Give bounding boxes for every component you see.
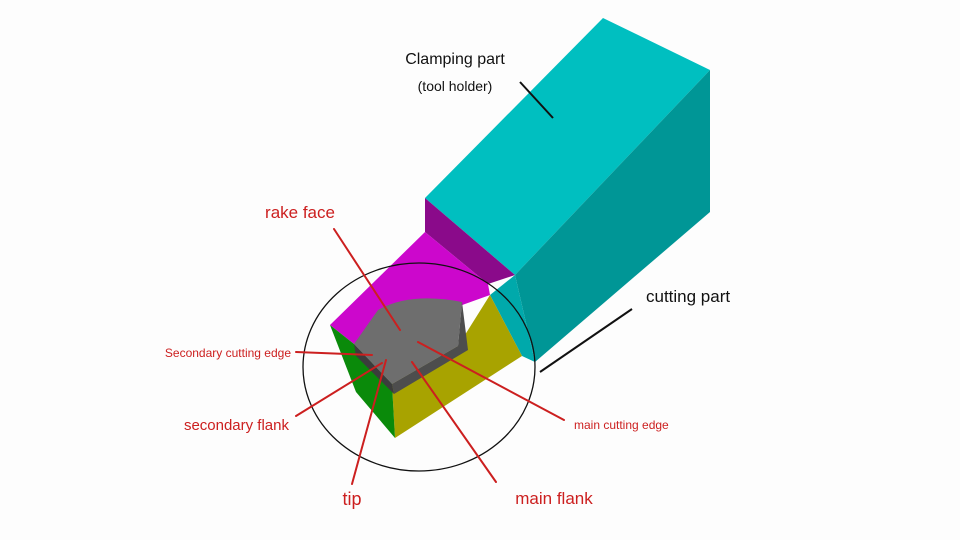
tip-label: tip [342,489,361,509]
main-flank-label: main flank [515,489,593,508]
cutting-part-circle [302,262,536,472]
holder-front-cut-face [490,275,535,362]
rake-face-label: rake face [265,203,335,222]
rake-region [330,232,490,344]
secondary-cutting-edge-leader [295,351,373,356]
clamping-part-leader [519,81,554,119]
insert-side-face [392,302,468,394]
main-flank-leader [411,361,497,483]
cutting-part-label: cutting part [646,287,730,306]
tip-leader [351,359,387,485]
rake-face-leader [333,228,401,331]
holder-side-face [515,70,710,362]
main-flank-face [392,295,522,438]
cutting-part-leader [539,308,633,373]
main-cutting-edge-leader [417,341,565,421]
clamping-part-label: Clamping part [405,51,505,68]
tool-holder-label: (tool holder) [418,78,493,94]
step-face [425,198,515,284]
secondary-flank-label: secondary flank [184,417,290,434]
secondary-cutting-edge-label: Secondary cutting edge [165,346,291,360]
holder-top-face [425,18,710,275]
secondary-flank-leader [295,362,383,417]
main-cutting-edge-label: main cutting edge [574,418,669,432]
